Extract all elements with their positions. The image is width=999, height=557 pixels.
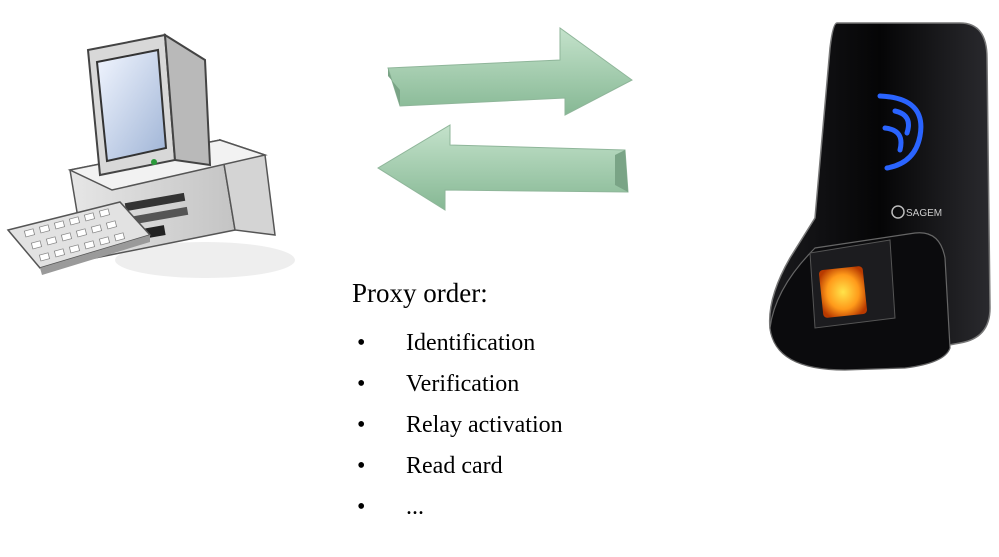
- list-item: •Verification: [357, 364, 563, 405]
- list-item: •...: [357, 487, 563, 528]
- bullet: •: [357, 494, 366, 520]
- proxy-order-title: Proxy order:: [352, 278, 488, 308]
- bullet: •: [357, 330, 366, 356]
- proxy-order-list: •Identification •Verification •Relay act…: [357, 323, 563, 528]
- fingerprint-sensor: [819, 266, 867, 318]
- fingerprint-reader-icon: SAGEM: [768, 22, 991, 371]
- arrow-right: [387, 27, 633, 116]
- bullet: •: [357, 412, 366, 438]
- list-item: •Relay activation: [357, 405, 563, 446]
- contactless-icon: [877, 93, 924, 171]
- brand-logo: SAGEM: [891, 205, 942, 219]
- list-item: •Read card: [357, 446, 563, 487]
- arrow-left: [377, 124, 629, 211]
- svg-text:SAGEM: SAGEM: [906, 208, 942, 219]
- desktop-computer-icon: [6, 33, 295, 278]
- bullet: •: [357, 453, 366, 479]
- list-item: •Identification: [357, 323, 563, 364]
- bidirectional-arrows-icon: [377, 27, 633, 211]
- bullet: •: [357, 371, 366, 397]
